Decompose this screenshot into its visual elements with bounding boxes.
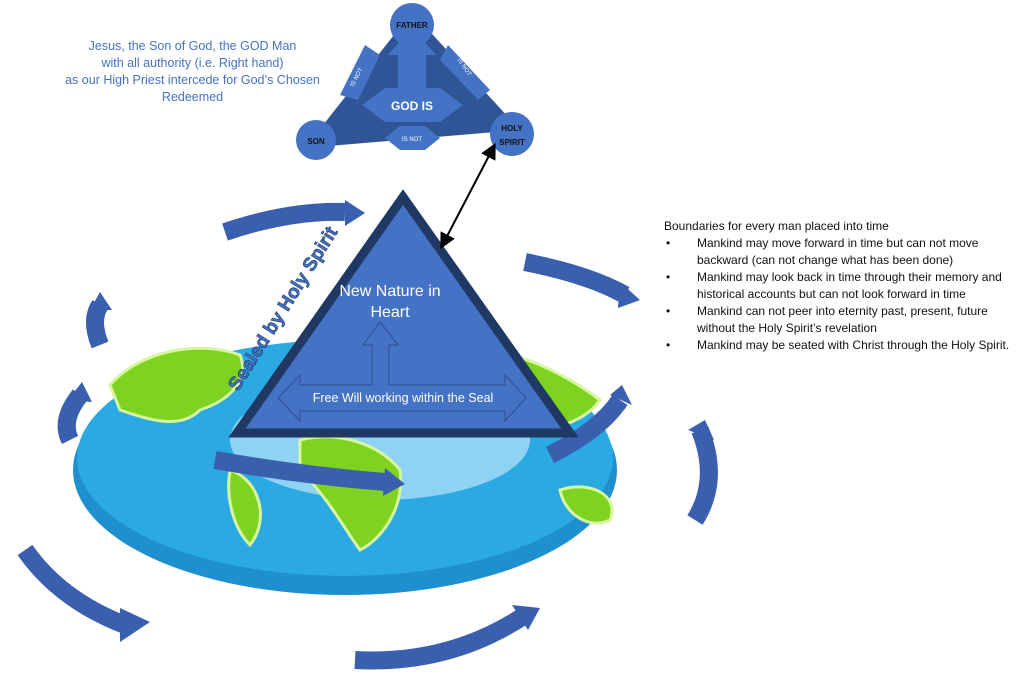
arrow-curved-icon [545, 394, 628, 464]
arrow-curved-icon [86, 300, 109, 349]
god-is-label: GOD IS [391, 99, 433, 113]
arrow-curved-icon [57, 389, 88, 445]
time-cycle-arrows [17, 202, 718, 670]
boundary-item: Mankind may look back in time through th… [664, 269, 1014, 303]
heart-triangle: New Nature in Heart Free Will working wi… [228, 189, 579, 438]
boundary-item: Mankind may be seated with Christ throug… [664, 337, 1014, 354]
caption-line: Redeemed [161, 90, 224, 104]
boundary-item: Mankind can not peer into eternity past,… [664, 303, 1014, 337]
heart-title-2: Heart [370, 304, 410, 321]
godhead-triangle: FATHER SON HOLY SPIRIT GOD IS IS NOT IS … [296, 3, 534, 160]
caption-line: Jesus, the Son of God, the GOD Man [88, 39, 297, 53]
son-label: SON [307, 137, 325, 146]
father-label: FATHER [396, 21, 428, 30]
boundaries-list: Boundaries for every man placed into tim… [664, 218, 1014, 354]
caption-line: with all authority (i.e. Right hand) [101, 56, 284, 70]
arrow-curved-icon [213, 451, 386, 491]
arrow-curved-icon [17, 544, 129, 634]
heart-title: New Nature in [339, 283, 440, 300]
boundary-item: Mankind may move forward in time but can… [664, 235, 1014, 269]
jesus-caption: Jesus, the Son of God, the GOD Man with … [40, 38, 345, 106]
arrow-heads [68, 200, 714, 642]
arrow-curved-icon [687, 426, 718, 525]
boundaries-title: Boundaries for every man placed into tim… [664, 219, 889, 233]
connection-arrow [440, 142, 496, 250]
free-will-label: Free Will working within the Seal [313, 391, 494, 405]
arrow-curved-icon [523, 253, 630, 303]
arrow-curved-icon [222, 202, 346, 241]
arrow-curved-icon [354, 607, 530, 670]
holy-spirit-label: HOLY [501, 124, 523, 133]
holy-spirit-label-2: SPIRIT [499, 138, 525, 147]
is-not-bottom: IS NOT [402, 137, 422, 143]
caption-line: as our High Priest intercede for God’s C… [65, 73, 320, 87]
